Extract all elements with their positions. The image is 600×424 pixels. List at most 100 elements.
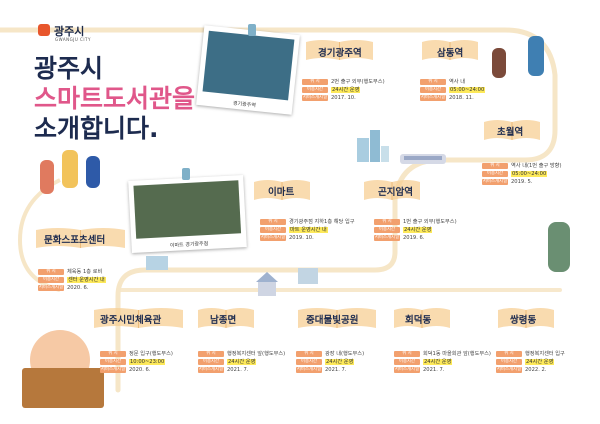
hours-value: 24시간 운영 [325, 358, 355, 366]
library-name: 쌍령동 [510, 315, 537, 326]
field-tag: 이용시간 [302, 86, 328, 94]
city-logo-icon [38, 24, 50, 36]
book-icon [34, 226, 127, 250]
opened-value: 2019. 10. [289, 234, 314, 241]
location-value: 경기광주점 지하1층 해당 입구 [289, 218, 355, 225]
field-tag: 서비스개시일 [100, 366, 126, 374]
location-value: 2번 출구 외부(행도부스) [331, 78, 385, 85]
opened-value: 2018. 11. [449, 94, 474, 101]
clip-icon [248, 24, 256, 36]
library-name: 중대물빛공원 [306, 315, 359, 326]
book-icon [392, 306, 452, 330]
field-tag: 위 치 [496, 350, 522, 358]
field-tag: 이용시간 [394, 358, 420, 366]
field-tag: 이용시간 [100, 358, 126, 366]
location-value: 정문 입구(행도부스) [129, 350, 173, 357]
location-value: 광장 내(행도부스) [325, 350, 365, 357]
field-tag: 서비스개시일 [38, 284, 64, 292]
opened-value: 2021. 7. [227, 366, 249, 373]
book-icon [420, 38, 480, 62]
location-value: 체육동 1층 로비 [67, 268, 103, 275]
hours-value: 24시간 운영 [403, 226, 433, 234]
field-tag: 위 치 [38, 268, 64, 276]
person-illustration [86, 156, 100, 188]
field-tag: 이용시간 [198, 358, 224, 366]
person-illustration [492, 48, 506, 78]
field-tag: 이용시간 [296, 358, 322, 366]
hours-value: 10:00~23:00 [129, 358, 166, 366]
clip-icon [182, 168, 190, 180]
hours-value: 센터 운영시간 내 [67, 276, 106, 284]
person-illustration [528, 36, 544, 76]
opened-value: 2022. 2. [525, 366, 547, 373]
field-tag: 서비스개시일 [260, 234, 286, 242]
page-title-line3: 소개합니다. [34, 114, 159, 143]
opened-value: 2019. 5. [511, 178, 533, 185]
field-tag: 이용시간 [496, 358, 522, 366]
field-tag: 서비스개시일 [198, 366, 224, 374]
book-icon [482, 118, 542, 142]
book-icon [304, 38, 375, 62]
field-tag: 위 치 [374, 218, 400, 226]
opened-value: 2017. 10. [331, 94, 356, 101]
field-tag: 서비스개시일 [302, 94, 328, 102]
field-tag: 이용시간 [482, 170, 508, 178]
library-name: 경기광주역 [318, 48, 362, 59]
library-name: 이마트 [268, 187, 295, 198]
field-tag: 위 치 [420, 78, 446, 86]
field-tag: 위 치 [302, 78, 328, 86]
field-tag: 서비스개시일 [482, 178, 508, 186]
opened-value: 2021. 7. [325, 366, 347, 373]
location-value: 역사 내(1번 출구 방향) [511, 162, 562, 169]
library-name: 곤지암역 [378, 187, 413, 198]
photo-emart: 이마트 경기광주점 [128, 175, 247, 253]
book-illustration [22, 368, 104, 408]
page-title-line1: 광주시 [34, 54, 104, 83]
location-value: 회덕1동 마을회관 앞(행도부스) [423, 350, 491, 357]
field-tag: 이용시간 [260, 226, 286, 234]
field-tag: 서비스개시일 [420, 94, 446, 102]
houses-icon [146, 256, 318, 296]
book-icon [252, 178, 312, 202]
field-tag: 서비스개시일 [394, 366, 420, 374]
library-name: 광주시민체육관 [100, 315, 162, 326]
logo-sub: GWANGJU CITY [55, 37, 91, 42]
book-icon [496, 306, 556, 330]
library-name: 문화스포츠센터 [44, 235, 106, 246]
location-value: 역사 내 [449, 78, 465, 85]
field-tag: 서비스개시일 [374, 234, 400, 242]
field-tag: 이용시간 [420, 86, 446, 94]
field-tag: 이용시간 [374, 226, 400, 234]
location-value: 행정복지센터 입구 [525, 350, 565, 357]
field-tag: 위 치 [394, 350, 420, 358]
book-icon [92, 306, 185, 330]
